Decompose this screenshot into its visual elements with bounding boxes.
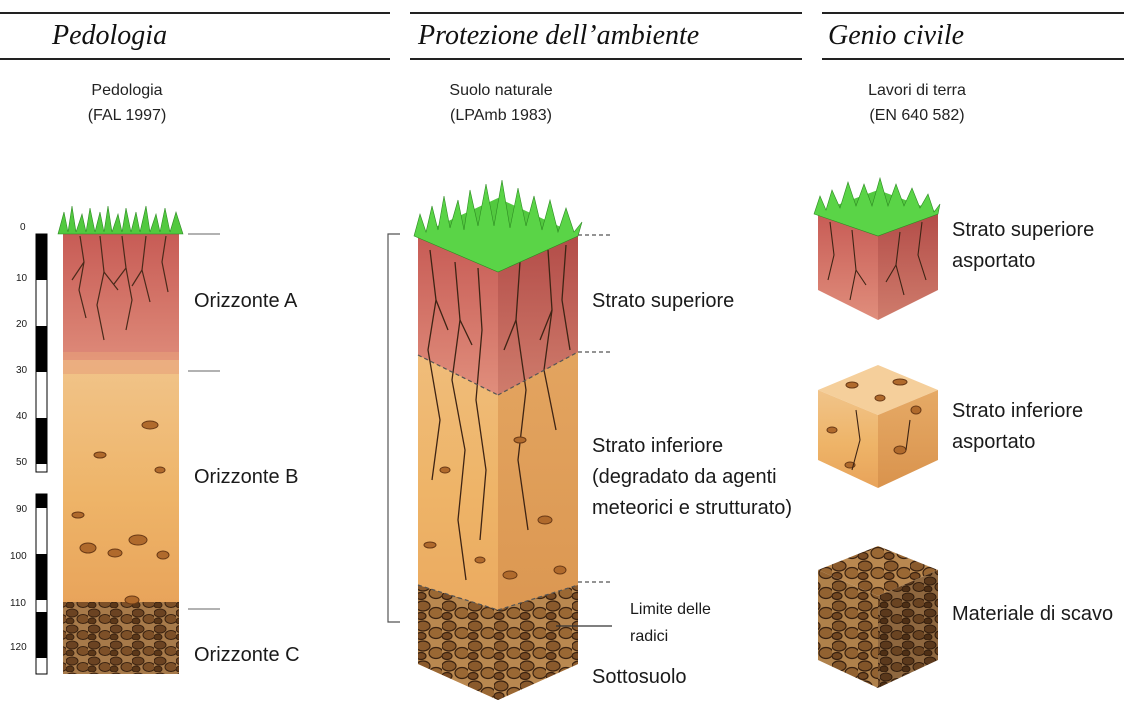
label-materiale-di-scavo: Materiale di scavo [952, 599, 1113, 630]
subtitle-suolo-line2: (LPAmb 1983) [450, 107, 552, 124]
cube-strato-superiore [813, 176, 941, 320]
header-rule-left [0, 58, 390, 60]
tick-50: 50 [16, 457, 28, 468]
subtitle-lavori-line1: Lavori di terra [868, 82, 966, 99]
label-strato-inferiore-line3: meteorici e strutturato) [592, 497, 793, 519]
tick-10: 10 [16, 273, 28, 284]
label-strato-inferiore-line1: Strato inferiore [592, 435, 724, 457]
tick-120: 120 [10, 642, 27, 653]
label-limite-radici-line2: radici [630, 628, 669, 645]
tick-90: 90 [16, 504, 28, 515]
tick-40: 40 [16, 411, 28, 422]
top-rule-right [822, 12, 1124, 14]
label-orizzonte-b: Orizzonte B [194, 466, 299, 488]
label-orizzonte-a: Orizzonte A [194, 290, 298, 312]
subtitle-suolo-line1: Suolo naturale [449, 82, 553, 99]
label-strato-superiore-asportato: Strato superiore asportato [952, 215, 1094, 277]
label-strato-inferiore-asportato: Strato inferiore asportato [952, 396, 1083, 458]
label-limite-radici: Limite delle radici [630, 596, 711, 650]
header-rule-middle [410, 58, 802, 60]
label-cube1-line2: asportato [952, 250, 1036, 272]
tick-100: 100 [10, 551, 27, 562]
label-sottosuolo: Sottosuolo [592, 666, 687, 688]
label-limite-radici-line1: Limite delle [630, 601, 711, 618]
soil-bracket [387, 233, 400, 623]
suolo-naturale-block [413, 179, 583, 700]
depth-ruler [35, 233, 48, 675]
tick-30: 30 [16, 365, 28, 376]
heading-genio-civile: Genio civile [828, 20, 965, 51]
subtitle-pedologia-line1: Pedologia [91, 82, 163, 99]
tick-0: 0 [20, 222, 26, 233]
subtitle-lavori-di-terra: Lavori di terra (EN 640 582) [852, 78, 982, 128]
subtitle-lavori-line2: (EN 640 582) [869, 107, 965, 124]
cube-materiale-di-scavo [818, 546, 938, 688]
subtitle-pedologia: Pedologia (FAL 1997) [62, 78, 192, 128]
label-cube2-line1: Strato inferiore [952, 400, 1084, 422]
cube-strato-inferiore [818, 365, 938, 488]
subtitle-suolo-naturale: Suolo naturale (LPAmb 1983) [436, 78, 566, 128]
label-strato-superiore: Strato superiore [592, 290, 735, 312]
header-rule-right [822, 58, 1124, 60]
top-rule-left [0, 12, 390, 14]
tick-20: 20 [16, 319, 28, 330]
label-cube3-line1: Materiale di scavo [952, 603, 1114, 625]
heading-pedologia: Pedologia [52, 20, 168, 51]
subtitle-pedologia-line2: (FAL 1997) [87, 107, 167, 124]
label-orizzonte-c: Orizzonte C [194, 644, 300, 666]
label-strato-inferiore: Strato inferiore (degradato da agenti me… [592, 431, 792, 524]
label-cube1-line1: Strato superiore [952, 219, 1095, 241]
pedologia-profile [57, 205, 184, 674]
label-strato-inferiore-line2: (degradato da agenti [592, 466, 777, 488]
label-cube2-line2: asportato [952, 431, 1036, 453]
top-rule-middle [410, 12, 802, 14]
tick-110: 110 [10, 598, 26, 609]
heading-protezione: Protezione dell’ambiente [418, 20, 700, 51]
